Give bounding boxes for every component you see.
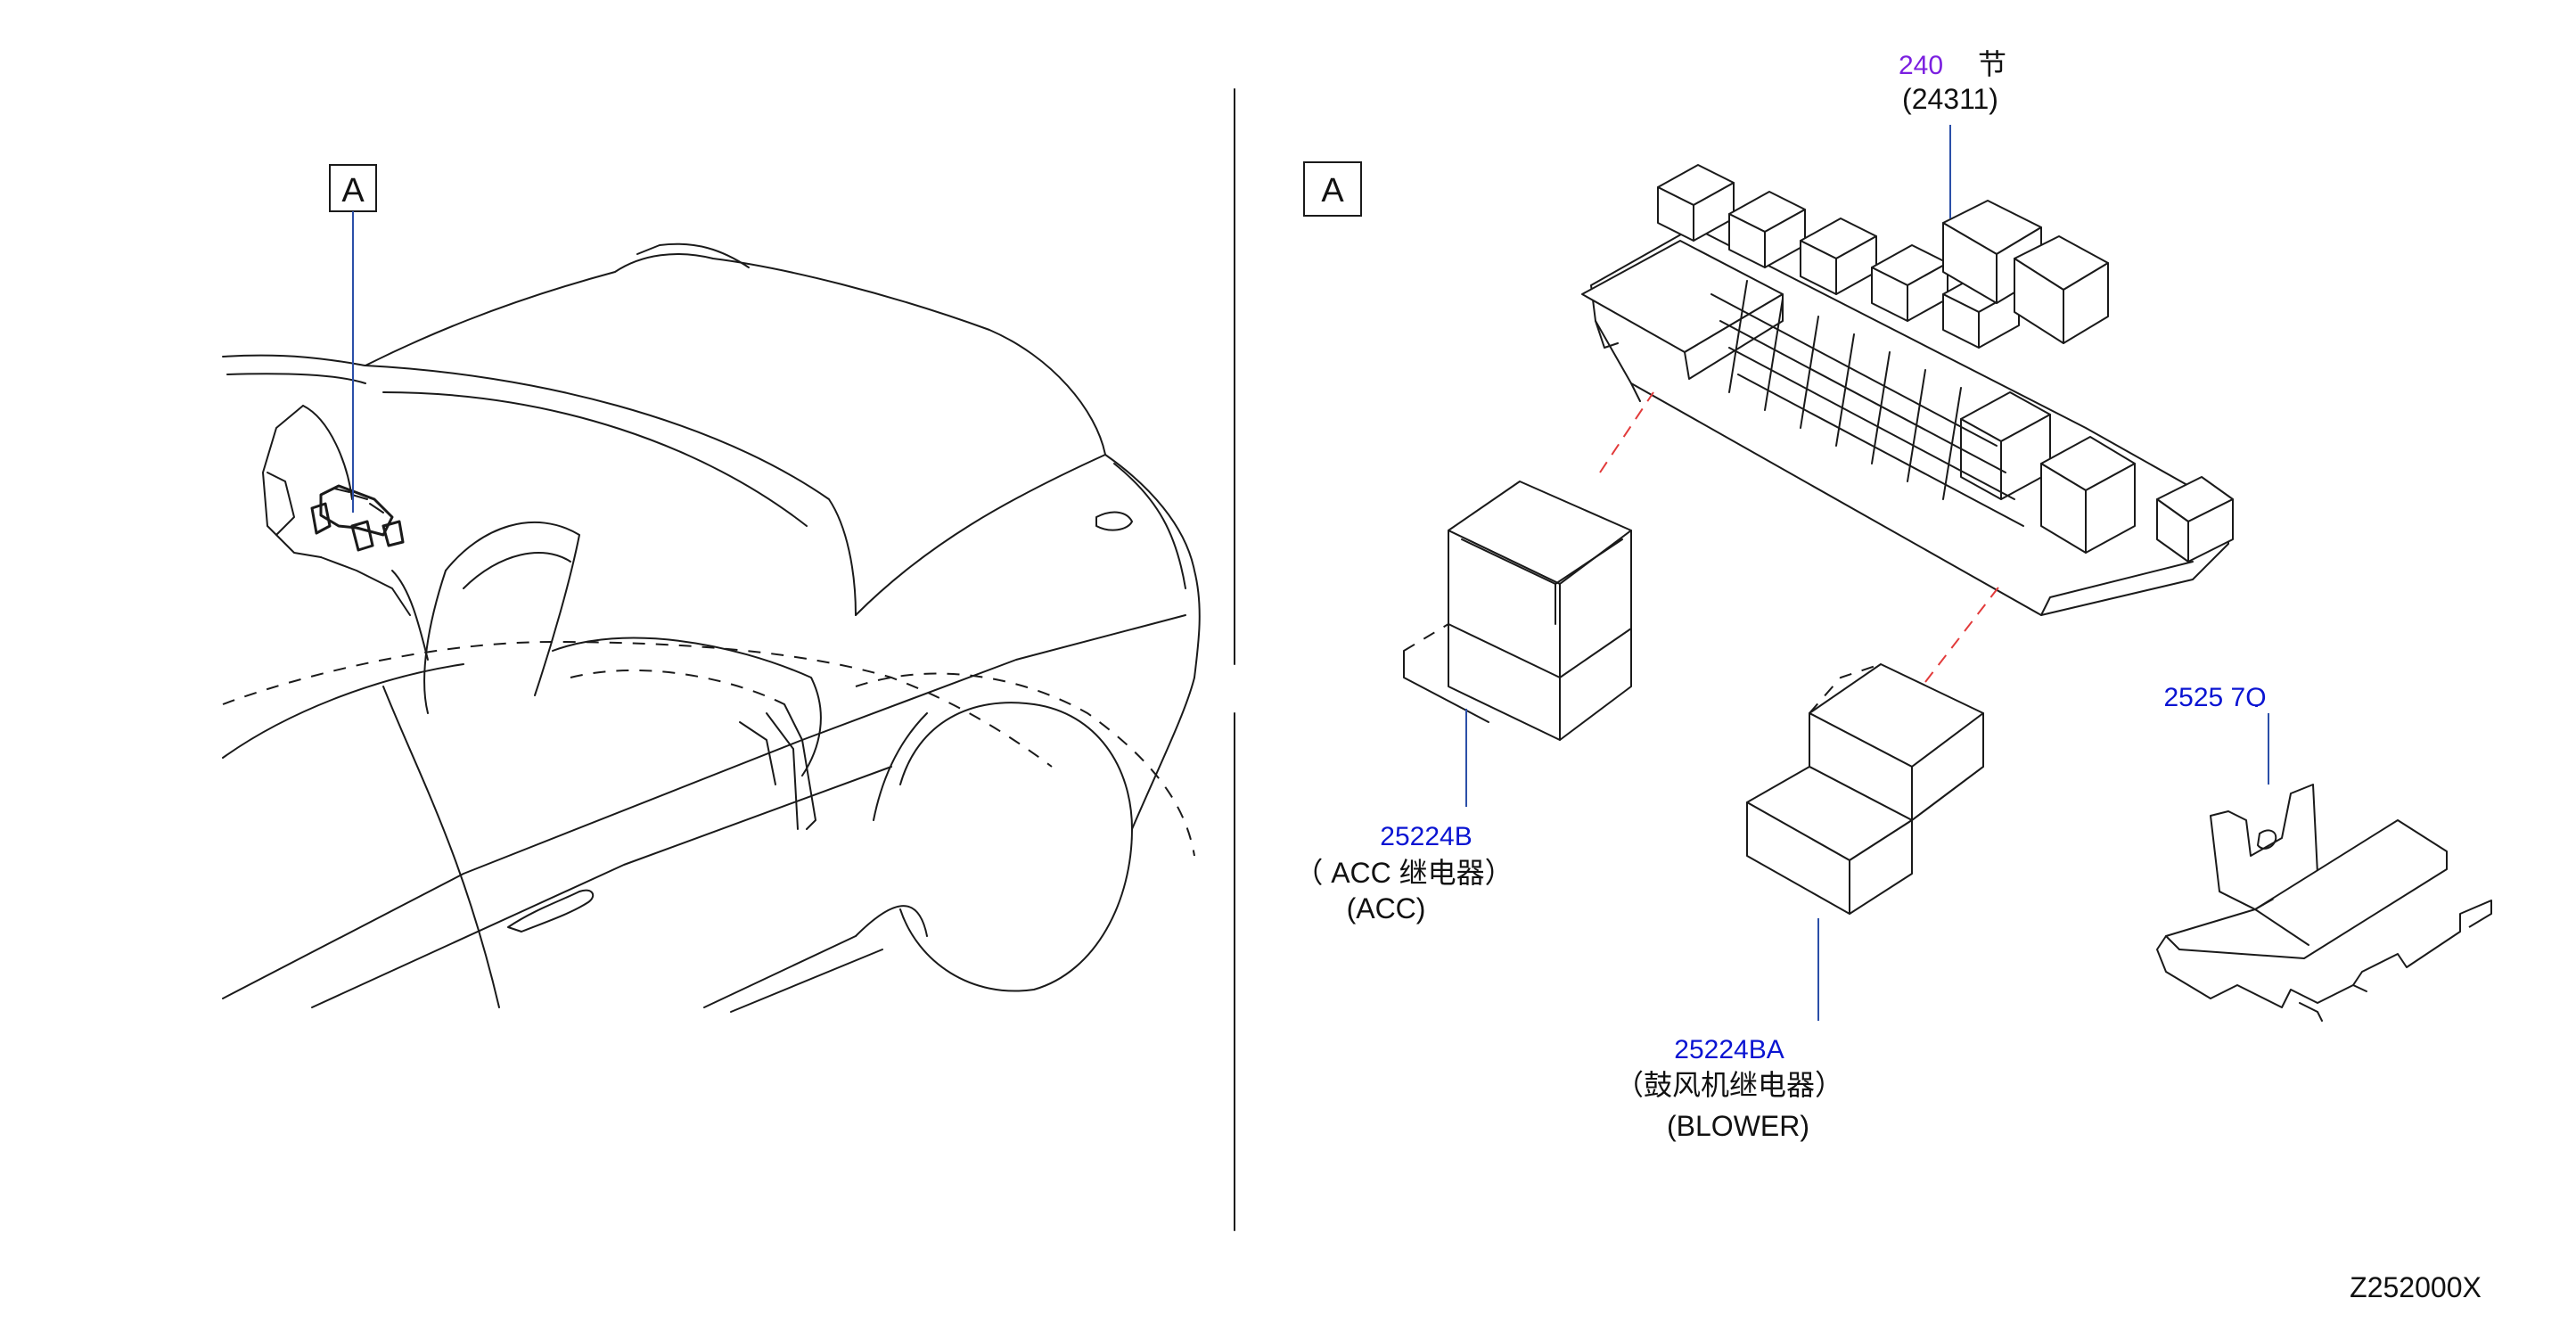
junction-block-ref-suffix: 节 <box>1978 48 2006 80</box>
blower-relay[interactable] <box>1746 663 1984 915</box>
junction-block-callout: 240 节 (24311) <box>1899 48 2006 218</box>
view-label-left: A <box>341 172 365 210</box>
blower-relay-callout: 25224BA （鼓风机继电器） (BLOWER) <box>1615 918 1843 1142</box>
relay-location-marker <box>310 484 405 552</box>
acc-relay-name-cn: （ ACC 继电器） <box>1294 857 1513 889</box>
junction-block[interactable] <box>1581 164 2234 616</box>
view-marker-left: A <box>329 164 377 513</box>
blower-relay-name-en: (BLOWER) <box>1667 1110 1809 1142</box>
blower-relay-link <box>1924 583 2002 683</box>
acc-relay-link <box>1599 391 1654 473</box>
acc-relay-name-en: (ACC) <box>1347 892 1426 924</box>
bracket[interactable] <box>2156 784 2492 1022</box>
blower-relay-name-cn: （鼓风机继电器） <box>1615 1069 1843 1101</box>
bracket-callout: 2525 7Q <box>2157 683 2318 785</box>
view-label-right: A <box>1321 172 1344 210</box>
acc-relay-callout: 25224B （ ACC 继电器） (ACC) <box>1294 709 1514 924</box>
vehicle-overview <box>222 242 1201 1013</box>
acc-relay-ref: 25224B <box>1380 822 1472 851</box>
drawing-code: Z252000X <box>2350 1271 2482 1303</box>
blower-relay-ref: 25224BA <box>1674 1035 1784 1064</box>
acc-relay[interactable] <box>1403 481 1632 741</box>
junction-block-part-no: (24311) <box>1902 83 1998 115</box>
view-marker-right: A <box>1303 161 1362 217</box>
junction-block-ref: 240 <box>1899 51 1943 80</box>
